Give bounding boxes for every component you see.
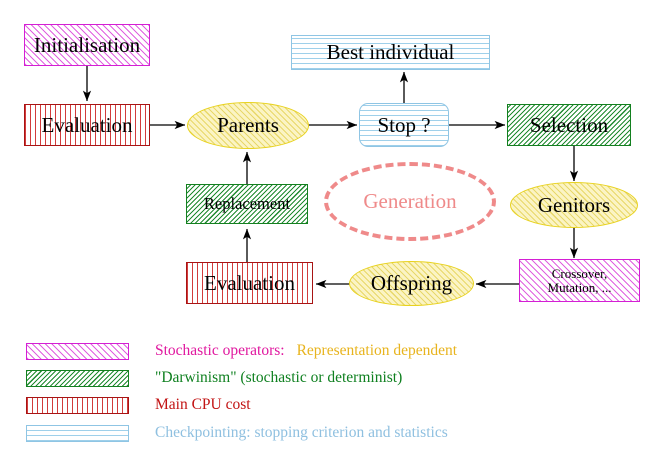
legend-label-darwinism: "Darwinism" (stochastic or determinist) [155, 369, 403, 386]
node-evaluation-bottom-label: Evaluation [204, 270, 295, 295]
node-genitors-label: Genitors [537, 192, 611, 217]
legend-swatch-green-diagonal-hatch [26, 369, 129, 387]
legend-swatch-blue-horizontal-hatch [26, 424, 129, 442]
node-evaluation-top[interactable]: Evaluation [24, 104, 150, 146]
node-genitors[interactable]: Genitors [510, 182, 638, 228]
legend-label-checkpointing: Checkpointing: stopping criterion and st… [155, 424, 448, 441]
node-best-individual[interactable]: Best individual [291, 35, 490, 70]
legend-label-main-cpu-cost: Main CPU cost [155, 396, 251, 413]
node-offspring[interactable]: Offspring [349, 261, 474, 306]
node-selection-label: Selection [529, 112, 609, 137]
node-replacement-label: Replacement [203, 194, 291, 214]
node-crossover-mutation[interactable]: Crossover, Mutation, ... [519, 259, 640, 302]
node-best-individual-label: Best individual [326, 40, 455, 65]
node-crossover-mutation-label: Crossover, Mutation, ... [547, 265, 612, 295]
legend-text-primary-0: Stochastic operators: [155, 342, 285, 359]
node-replacement[interactable]: Replacement [186, 184, 308, 224]
node-generation-loop: Generation [324, 162, 496, 241]
legend-row-main-cpu-cost: Main CPU cost [26, 394, 251, 416]
legend-swatch-magenta-diagonal-hatch [26, 342, 129, 360]
legend-row-darwinism: "Darwinism" (stochastic or determinist) [26, 367, 402, 389]
node-evaluation-bottom[interactable]: Evaluation [186, 262, 313, 304]
node-selection[interactable]: Selection [507, 104, 631, 146]
legend-text-secondary-0: Representation dependent [296, 342, 458, 359]
legend-swatch-red-vertical-hatch [26, 396, 129, 414]
legend-label-stochastic-operators: Stochastic operators: Representation depe… [155, 342, 457, 360]
node-initialisation[interactable]: Initialisation [24, 24, 150, 66]
node-parents-label: Parents [217, 113, 279, 138]
node-evaluation-top-label: Evaluation [41, 112, 133, 137]
node-initialisation-label: Initialisation [33, 32, 141, 57]
node-stop[interactable]: Stop ? [359, 103, 449, 147]
node-parents[interactable]: Parents [187, 102, 309, 149]
node-stop-label: Stop ? [377, 112, 431, 137]
node-offspring-label: Offspring [370, 271, 453, 296]
legend-row-checkpointing: Checkpointing: stopping criterion and st… [26, 422, 448, 444]
legend-row-stochastic-operators: Stochastic operators: Representation depe… [26, 340, 457, 362]
node-generation-label: Generation [363, 189, 457, 213]
